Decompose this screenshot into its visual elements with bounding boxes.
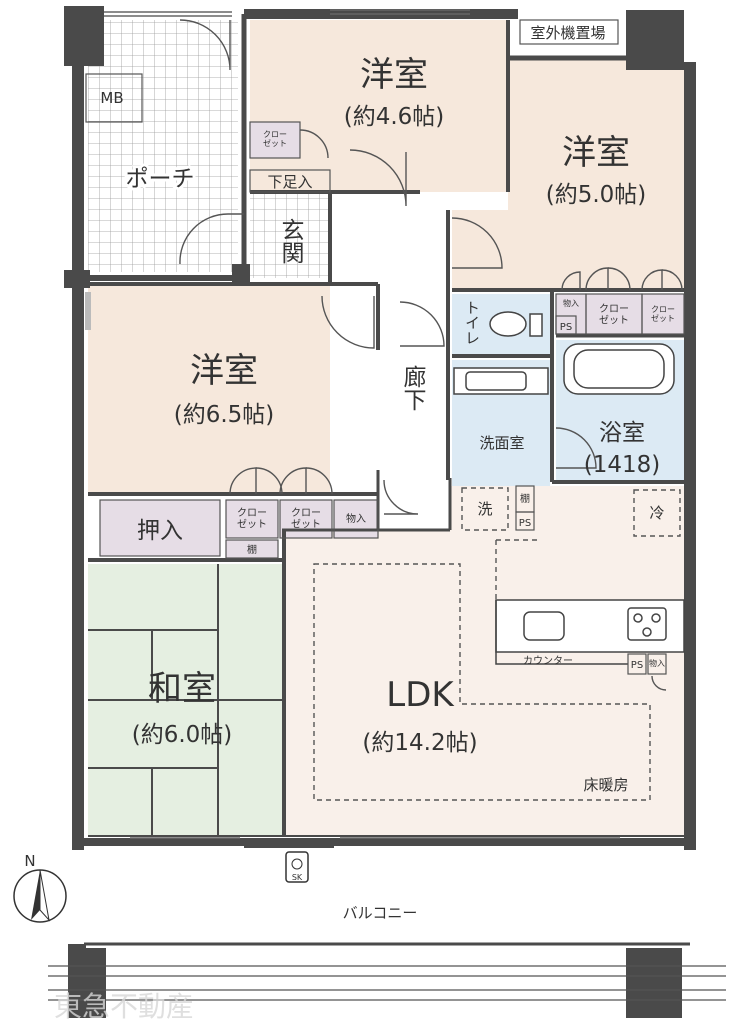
room-name-ldk: LDK [386, 675, 455, 715]
label-floor-heating: 床暖房 [583, 776, 628, 794]
small-boxes [85, 19, 685, 675]
label-line: ゼット [599, 315, 629, 327]
ldk-floor [286, 486, 684, 836]
room-size-ldk: (約14.2帖) [362, 730, 477, 756]
label-closet-e: クローゼット [291, 507, 321, 531]
room-name-balcony: バルコニー [343, 904, 418, 922]
label-line: クロー [599, 303, 629, 315]
label-closet-wc: クローゼット [263, 130, 287, 148]
label-storage-a: 物入 [563, 298, 579, 308]
storage-floor-f [334, 500, 378, 538]
north-compass: N [13, 852, 67, 923]
storage-floor-a [556, 294, 586, 334]
label-mb: MB [100, 89, 123, 107]
label-shoe-box: 下足入 [267, 173, 312, 191]
label-line: クロー [291, 507, 321, 519]
label-line: ゼット [237, 519, 267, 531]
columns [64, 6, 684, 1018]
labels: 洋室 (約4.6帖) 洋室 (約5.0帖) 洋室 (約6.5帖) 和室 (約6.… [100, 24, 675, 922]
room-size-bath: (1418) [584, 452, 660, 478]
western-c-floor [88, 284, 378, 494]
label-sk: SK [292, 873, 303, 882]
label-ps-1: PS [560, 322, 572, 333]
room-name-western-b: 洋室 [562, 133, 630, 173]
closet-floor-b [586, 294, 642, 334]
label-line: ゼット [263, 138, 287, 148]
label-washer: 洗 [477, 500, 492, 518]
label-shelf: 棚 [247, 543, 257, 556]
room-size-western-a: (約4.6帖) [344, 104, 445, 130]
north-label: N [24, 852, 35, 870]
door-swings [179, 19, 683, 691]
room-name-porch: ポーチ [126, 166, 195, 192]
closet-text: クローゼット [263, 130, 287, 148]
label-closet-d: クローゼット [237, 507, 267, 531]
room-name-toilet: トイレ [463, 300, 481, 345]
label-line: クロー [263, 130, 287, 139]
porch-floor [88, 20, 238, 272]
entrance-floor [250, 192, 330, 278]
room-name-western-c: 洋室 [190, 351, 258, 391]
balcony [48, 848, 726, 1001]
room-name-bath: 浴室 [599, 420, 645, 446]
label-storage-f: 物入 [346, 512, 366, 525]
dashed-areas [313, 487, 681, 801]
label-closet-b: クローゼット [599, 303, 629, 327]
corridor-floor [330, 200, 448, 500]
label-line: クロー [237, 507, 267, 519]
room-name-washroom: 洗面室 [479, 434, 524, 452]
room-size-western-c: (約6.5帖) [174, 402, 275, 428]
room-size-western-b: (約5.0帖) [546, 182, 647, 208]
fixtures [453, 311, 685, 665]
watermark: 東急不動産 [54, 990, 194, 1023]
room-name-japanese: 和室 [148, 669, 216, 709]
label-outdoor-unit: 室外機置場 [530, 24, 605, 42]
tatami-lines [88, 564, 282, 836]
label-line: ゼット [291, 519, 321, 531]
label-ps-3: PS [631, 660, 643, 671]
label-ps-2: PS [519, 518, 531, 529]
western-a-floor [250, 20, 508, 192]
room-name-entrance: 玄関 [277, 218, 304, 264]
room-name-corridor: 廊下 [399, 365, 427, 411]
closet-floor-e [280, 500, 332, 538]
closet-floor-d [226, 500, 278, 538]
room-size-japanese: (約6.0帖) [132, 722, 233, 748]
label-storage-k: 物入 [649, 658, 665, 668]
label-shelf-wash: 棚 [520, 492, 530, 505]
windows [85, 9, 620, 839]
label-closet-c: クローゼット [651, 305, 675, 323]
oshiire-floor [100, 500, 220, 556]
label-counter: カウンター [523, 655, 573, 667]
wc-closet-floor [250, 122, 300, 158]
label-line: クロー [651, 305, 675, 314]
room-name-western-a: 洋室 [360, 55, 428, 95]
closet-floor-c [642, 294, 684, 334]
label-oshiire: 押入 [137, 518, 183, 544]
label-fridge: 冷 [649, 504, 664, 522]
label-line: ゼット [651, 313, 675, 323]
shelf-floor [226, 540, 278, 558]
